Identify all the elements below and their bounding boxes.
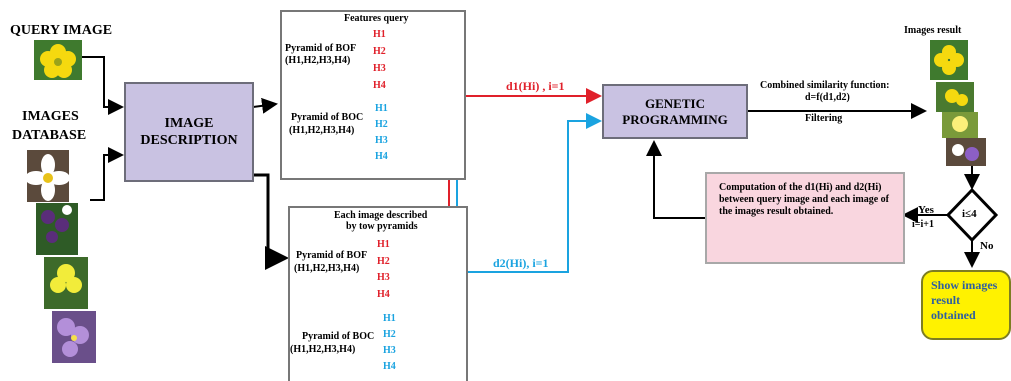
features-query-title: Features query [344,13,409,24]
arrow-computation-to-gp [654,142,705,218]
computation-text: Computation of the d1(Hi) and d2(Hi) bet… [719,182,891,218]
d1-label: d1(Hi) , i=1 [506,79,565,94]
arrow-d2 [457,121,600,272]
features-boc-pyramid-label-h3: H3 [375,136,388,146]
arrow-description-to-each-image [253,175,286,258]
computation-box: Computation of the d1(Hi) and d2(Hi) bet… [705,172,905,264]
each-bof-title: Pyramid of BOF [296,250,367,261]
features-boc-pyramid-label-h2: H2 [375,120,388,130]
query-image-label: QUERY IMAGE [10,23,112,39]
each-image-title-line1: Each image described [334,210,427,221]
decision-label: i≤4 [962,208,977,220]
each-image-title-line2: by tow pyramids [346,221,418,232]
result-image-stack [926,38,996,168]
no-label: No [980,240,993,252]
increment-label: i=i+1 [912,219,934,230]
image-description-line2: DESCRIPTION [140,132,237,149]
each-bof-pyramid-label-h3: H3 [377,273,390,283]
each-boc-title: Pyramid of BOC [302,331,374,342]
image-description-line1: IMAGE [140,115,237,132]
features-bof-title: Pyramid of BOF [285,43,356,54]
combined-function-line2: d=f(d1,d2) [805,92,850,103]
each-boc-pyramid-label-h2: H2 [383,330,396,340]
images-database-label-line1: IMAGES [22,109,79,125]
features-boc-title: Pyramid of BOC [291,112,363,123]
query-flower-image [34,40,82,80]
each-boc-pyramid-label-h4: H4 [383,362,396,372]
features-bof-pyramid-label-h2: H2 [373,47,386,57]
gp-line2: PROGRAMMING [622,112,727,128]
images-result-label: Images result [904,25,961,36]
features-bof-pyramid-label-h3: H3 [373,64,386,74]
image-description-box: IMAGE DESCRIPTION [124,82,254,182]
images-database-label-line2: DATABASE [12,128,86,144]
features-bof-pyramid-label-h4: H4 [373,81,386,91]
each-boc-pyramid-label-h3: H3 [383,346,396,356]
arrow-description-to-features [253,104,276,107]
yes-label: Yes [918,204,934,216]
features-boc-levels: (H1,H2,H3,H4) [289,125,354,136]
each-bof-levels: (H1,H2,H3,H4) [294,263,359,274]
combined-function-line1: Combined similarity function: [760,80,889,91]
gp-line1: GENETIC [622,96,727,112]
arrow-query-to-description [82,57,122,107]
show-images-text: Show images result obtained [931,278,1001,323]
each-bof-pyramid-label-h4: H4 [377,290,390,300]
filtering-label: Filtering [805,113,842,124]
each-boc-levels: (H1,H2,H3,H4) [290,344,355,355]
d2-label: d2(Hi), i=1 [493,256,549,271]
features-boc-pyramid-label-h1: H1 [375,104,388,114]
each-bof-pyramid-label-h1: H1 [377,240,390,250]
features-boc-pyramid-label-h4: H4 [375,152,388,162]
features-bof-pyramid-label-h1: H1 [373,30,386,40]
genetic-programming-box: GENETIC PROGRAMMING [602,84,748,139]
each-bof-pyramid-label-h2: H2 [377,257,390,267]
features-bof-levels: (H1,H2,H3,H4) [285,55,350,66]
show-images-box: Show images result obtained [921,270,1011,340]
each-boc-pyramid-label-h1: H1 [383,314,396,324]
database-image-stack [22,145,102,365]
